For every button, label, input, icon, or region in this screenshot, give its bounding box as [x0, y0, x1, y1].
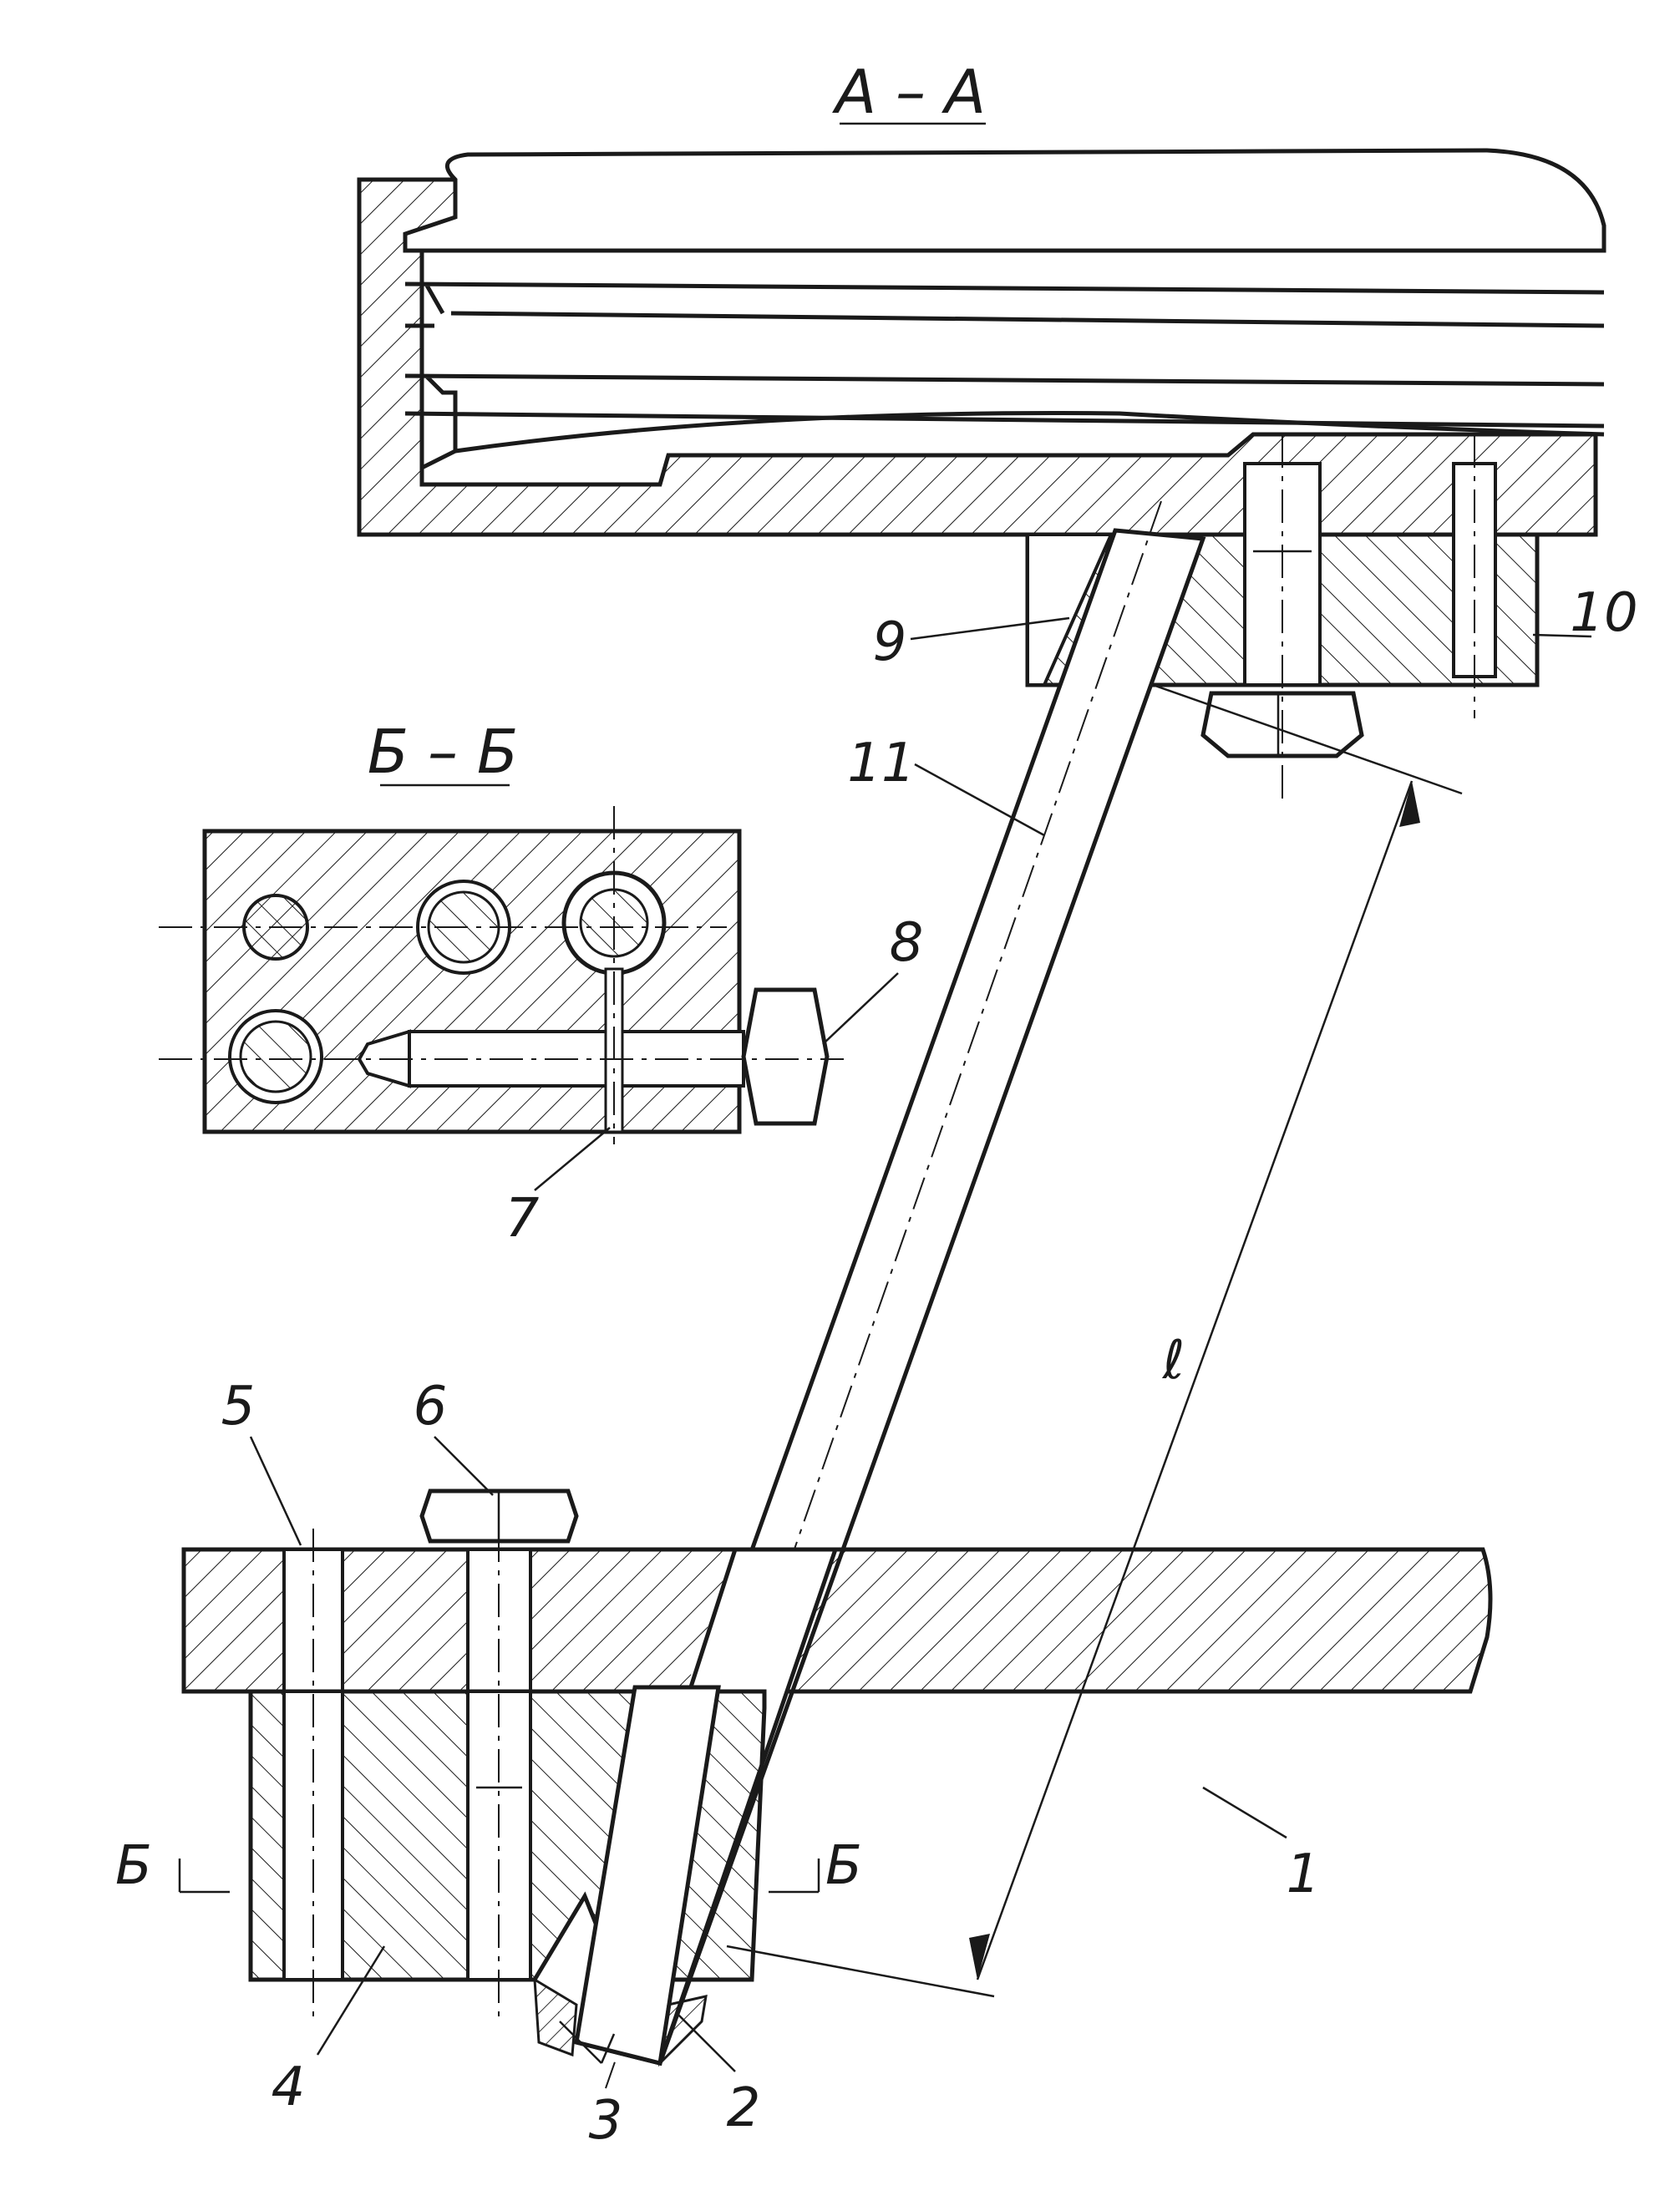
leader-5 — [249, 1436, 302, 1546]
base-plate-body — [181, 1547, 1493, 1694]
rail-lines-b — [404, 323, 1605, 470]
callout-numbers: 9 10 11 8 7 5 6 1 4 2 3 — [221, 582, 1638, 2152]
callout-11: 11 — [847, 733, 915, 794]
callout-3: 3 — [589, 2090, 623, 2152]
leader-3a — [559, 2021, 602, 2064]
leader-3b — [600, 2033, 616, 2064]
bb-rod-lower — [239, 1020, 312, 1093]
dim-extension-bottom — [726, 1945, 995, 1998]
leader-1 — [1202, 1786, 1287, 1839]
callout-9: 9 — [873, 611, 907, 673]
leader-4 — [316, 1945, 386, 2056]
section-aa-label: А – А — [832, 57, 986, 127]
dim-length-symbol: ℓ — [1162, 1330, 1185, 1392]
section-bb-label: Б – Б — [368, 717, 519, 787]
nut-2 — [533, 1977, 578, 2057]
dim-line — [976, 780, 1414, 1980]
callout-2: 2 — [727, 2077, 761, 2139]
leader-11 — [914, 763, 1045, 837]
washer-3 — [657, 1995, 708, 2067]
leader-10 — [1532, 633, 1592, 638]
clamp-screw-8-head — [741, 987, 830, 1126]
block-9-socket — [1026, 533, 1114, 687]
bracket-4 — [248, 1529, 767, 2067]
callout-8: 8 — [890, 912, 924, 974]
section-aa-title: А – А — [832, 57, 986, 127]
leader-6 — [434, 1436, 494, 1496]
callout-1: 1 — [1287, 1843, 1321, 1905]
leader-2 — [676, 2012, 736, 2072]
dimension-length: ℓ — [726, 683, 1463, 1998]
rail-lines-a — [404, 248, 1605, 328]
callout-7: 7 — [505, 1188, 540, 1250]
leader-8 — [822, 972, 899, 1045]
section-bb: Б – Б — [159, 717, 844, 1144]
dim-arrow-bottom — [969, 1934, 990, 1980]
leader-7 — [534, 1127, 611, 1191]
callout-5: 5 — [221, 1376, 256, 1438]
rail-upper — [403, 148, 1606, 253]
dim-extension-top — [1152, 683, 1463, 795]
leader-lines — [249, 616, 1592, 2072]
upper-carriage — [357, 148, 1606, 537]
dim-arrow-top — [1399, 781, 1420, 827]
callout-10: 10 — [1570, 582, 1637, 644]
cut-marker-group: Б Б — [115, 1835, 862, 1897]
cut-marker-left: Б — [115, 1835, 152, 1897]
callout-6: 6 — [414, 1376, 448, 1438]
leader-9 — [910, 616, 1070, 641]
cut-marker-right: Б — [825, 1835, 862, 1897]
rail-lower-curve — [454, 411, 1605, 454]
callout-4: 4 — [272, 2056, 306, 2118]
